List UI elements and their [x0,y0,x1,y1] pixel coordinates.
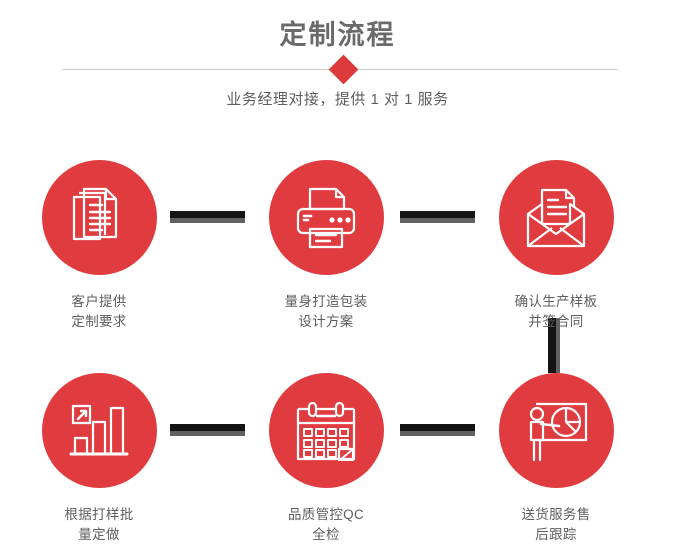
step-caption: 品质管控QC 全检 [246,505,406,545]
step-caption-line2: 并签合同 [528,314,584,329]
step-caption-line2: 全检 [312,527,340,542]
process-step-1[interactable]: 客户提供 定制要求 [19,160,179,332]
connector-step1-step2 [170,211,245,223]
page-subtitle: 业务经理对接，提供 1 对 1 服务 [226,91,449,108]
connector-bar [400,424,475,431]
connector-shadow [556,318,560,373]
step-icon-circle [268,373,384,488]
connector-bar [400,211,475,218]
step-caption: 客户提供 定制要求 [19,292,179,332]
connector-shadow [400,218,475,223]
process-step-2[interactable]: 量身打造包装 设计方案 [246,160,406,332]
connector-step5-step6 [400,424,475,436]
envelope-document-icon [524,188,588,248]
connector-bar [548,318,556,373]
step-icon-circle [498,373,614,488]
connector-shadow [400,431,475,436]
documents-stack-icon [68,187,130,249]
printer-icon [294,187,358,249]
process-step-6[interactable]: 送货服务售 后跟踪 [476,373,636,545]
step-caption-line2: 量定做 [78,527,120,542]
step-caption-line1: 客户提供 [71,294,127,309]
step-icon-circle [498,160,614,275]
process-step-5[interactable]: 品质管控QC 全检 [246,373,406,545]
step-icon-circle [268,160,384,275]
presentation-pie-chart-icon [524,400,588,462]
step-caption-line2: 设计方案 [298,314,354,329]
step-caption-line1: 送货服务售 [521,507,591,522]
calendar-check-icon [295,401,357,461]
connector-shadow [170,218,245,223]
process-step-3[interactable]: 确认生产样板 并签合同 [476,160,636,332]
step-icon-circle [41,373,157,488]
connector-shadow [170,431,245,436]
connector-bar [170,211,245,218]
diamond-ornament-icon [328,54,359,85]
page-title: 定制流程 [279,20,396,50]
page-header: 定制流程 业务经理对接，提供 1 对 1 服务 [0,0,675,130]
title-divider [62,54,618,85]
process-flow-diagram: 客户提供 定制要求 [0,130,675,550]
step-caption-line1: 品质管控QC [287,507,365,522]
step-caption: 量身打造包装 设计方案 [246,292,406,332]
connector-step4-step5 [170,424,245,436]
connector-bar [170,424,245,431]
step-caption: 根据打样批 量定做 [19,505,179,545]
step-caption-line1: 量身打造包装 [284,294,368,309]
step-caption-line2: 定制要求 [71,314,127,329]
step-caption-line1: 根据打样批 [64,507,134,522]
step-caption: 确认生产样板 并签合同 [476,292,636,332]
bar-chart-growth-icon [69,402,129,460]
step-caption: 送货服务售 后跟踪 [476,505,636,545]
process-step-4[interactable]: 根据打样批 量定做 [19,373,179,545]
step-icon-circle [41,160,157,275]
step-caption-line1: 确认生产样板 [514,294,598,309]
connector-step2-step3 [400,211,475,223]
step-caption-line2: 后跟踪 [535,527,577,542]
connector-step3-step6 [548,318,560,373]
